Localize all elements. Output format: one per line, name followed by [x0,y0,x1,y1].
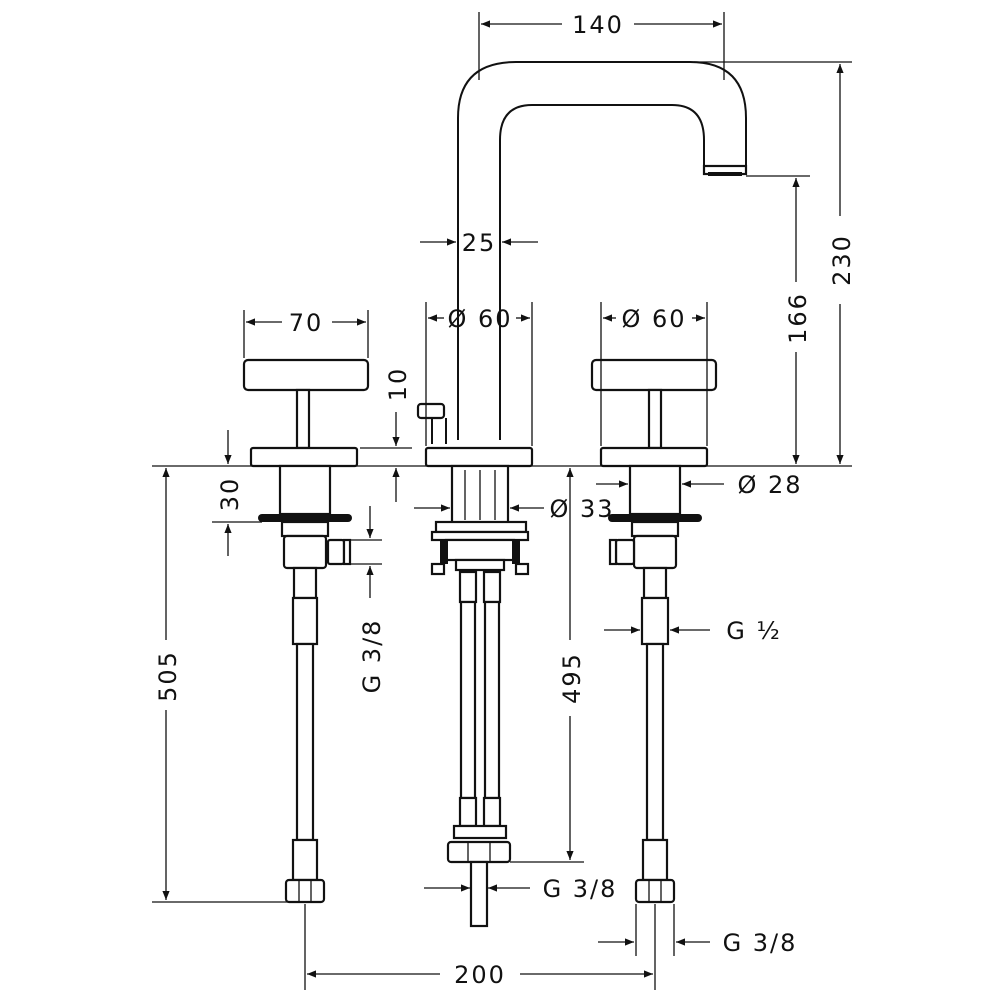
dim-right-valve-dia: Ø 28 [737,471,802,499]
left-rosette [249,446,359,468]
left-handle [242,358,370,450]
spout-shank [430,464,530,576]
spout [457,61,748,440]
dim-spout-hose-length: 495 [558,652,586,704]
dim-handle-width: 70 [289,309,324,337]
dim-right-outlet-thread: G 3/8 [723,929,798,957]
left-valve-body [258,464,352,600]
dim-valve-body-height: 30 [216,477,244,512]
dim-spout-shank-dia: Ø 33 [549,495,614,523]
spout-rosette [424,446,534,468]
extension-lines [152,12,852,990]
dim-centre-spacing: 200 [454,961,506,989]
dim-right-rosette-dia: Ø 60 [621,305,686,333]
dim-rosette-height: 10 [384,367,412,402]
left-hose [284,596,326,904]
right-valve-body [608,464,702,600]
dimension-lines [162,20,844,978]
dim-spout-reach: 140 [572,11,624,39]
right-handle [590,358,718,450]
dim-overall-height: 230 [828,234,856,286]
dim-left-hose-length: 505 [154,650,182,702]
spout-hoses [446,570,512,928]
dim-spout-tube-width: 25 [462,229,497,257]
dim-left-valve-thread: G 3/8 [358,619,386,694]
right-rosette [599,446,709,468]
spout-lever [416,402,447,444]
dimension-labels: 140 25 Ø 60 Ø 60 70 10 30 230 166 Ø 28 Ø… [154,11,856,989]
dim-spout-outlet-height: 166 [784,292,812,344]
dim-spout-outlet-thread: G 3/8 [543,875,618,903]
dim-right-inlet-thread: G ½ [726,617,782,645]
right-hose [634,596,676,904]
dim-spout-rosette-dia: Ø 60 [447,305,512,333]
